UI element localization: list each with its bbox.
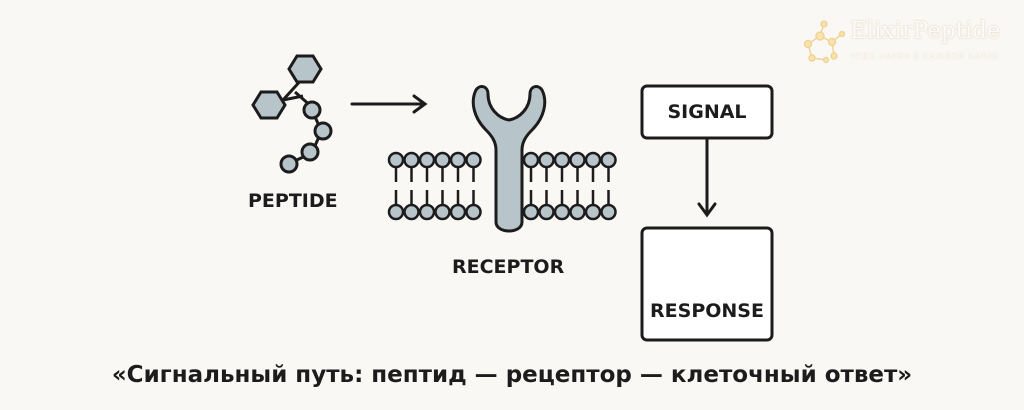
- lipid-head: [538, 203, 555, 221]
- lipid-head: [569, 203, 586, 221]
- lipid-head: [465, 151, 482, 169]
- lipid-head: [403, 203, 420, 221]
- lipid-head: [569, 151, 586, 169]
- binding-arrow: [350, 94, 428, 114]
- brand-logo: ElixirPeptide ЧУДО НАУКИ В КАЖДОЙ КАПЛЕ: [798, 14, 1010, 70]
- lipid-head: [434, 151, 451, 169]
- lipid-head: [553, 151, 571, 169]
- lipid-head: [522, 151, 540, 169]
- lipid-head: [403, 151, 420, 169]
- receptor-protein-icon: [471, 85, 547, 233]
- lipid-head: [449, 203, 467, 221]
- lipid-head: [449, 151, 467, 169]
- receptor-label: RECEPTOR: [452, 256, 565, 278]
- molecule-logo-icon: [803, 20, 846, 64]
- lipid-head: [538, 151, 555, 169]
- lipid-head: [434, 203, 451, 221]
- lipid-head: [600, 151, 617, 169]
- response-box: [640, 226, 774, 342]
- hexagon-ring-icon: [287, 54, 323, 84]
- amino-acid-bead: [313, 121, 333, 141]
- signal-label: SIGNAL: [667, 101, 747, 123]
- logo-tagline: ЧУДО НАУКИ В КАЖДОЙ КАПЛЕ: [850, 52, 1000, 61]
- lipid-head: [600, 203, 617, 221]
- lipid-head: [387, 203, 405, 221]
- peptide-molecule-icon: [251, 54, 333, 174]
- lipid-head: [465, 203, 482, 221]
- response-label: RESPONSE: [650, 300, 764, 322]
- amino-acid-bead: [279, 154, 299, 174]
- lipid-head: [584, 151, 602, 169]
- hexagon-ring-icon: [251, 90, 287, 120]
- lipid-head: [418, 203, 436, 221]
- logo-name: ElixirPeptide: [850, 18, 1001, 44]
- lipid-head: [584, 203, 602, 221]
- signal-to-response-arrow: [697, 136, 717, 218]
- cell-membrane: [387, 151, 617, 221]
- lipid-head: [522, 203, 540, 221]
- lipid-head: [553, 203, 571, 221]
- lipid-head: [387, 151, 405, 169]
- peptide-label: PEPTIDE: [248, 190, 338, 212]
- amino-acid-bead: [302, 100, 322, 120]
- lipid-head: [418, 151, 436, 169]
- diagram-caption: «Сигнальный путь: пептид — рецептор — кл…: [111, 362, 913, 388]
- amino-acid-bead: [300, 142, 320, 162]
